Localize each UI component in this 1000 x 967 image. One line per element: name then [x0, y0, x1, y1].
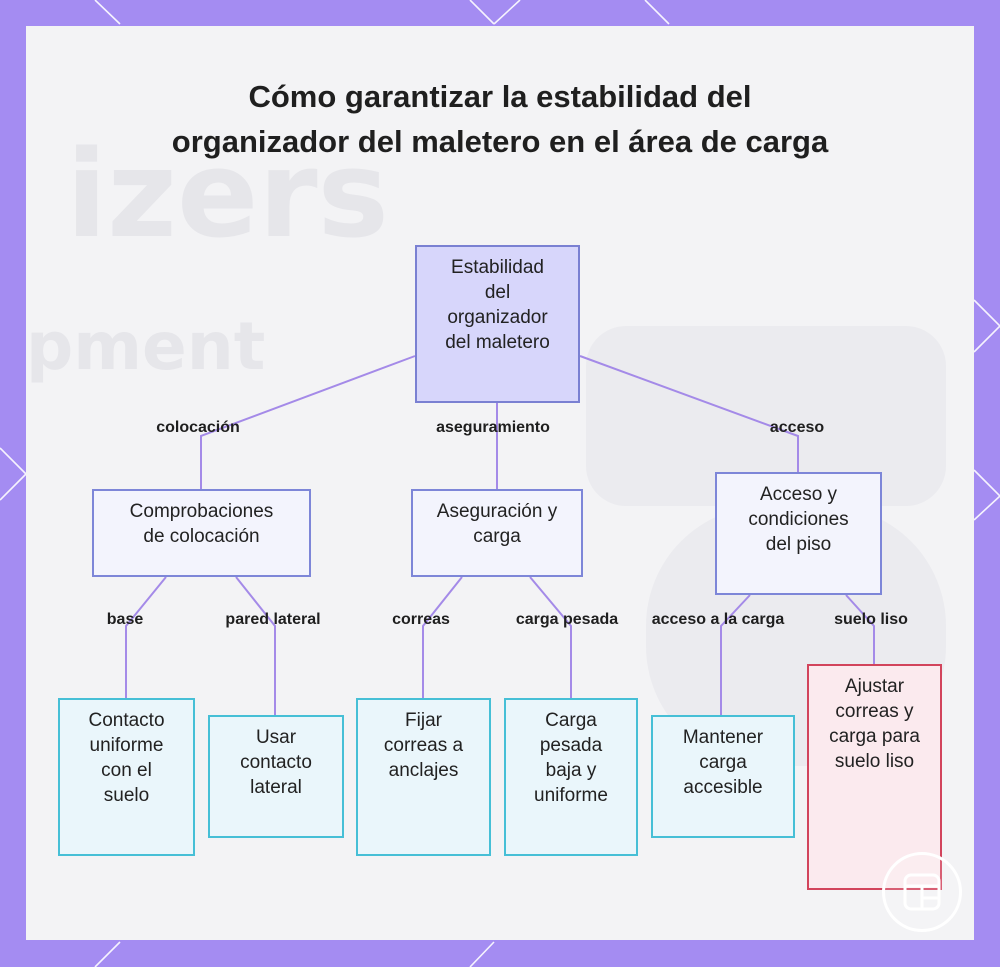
edge-label-suelo-liso: suelo liso — [834, 611, 908, 628]
node-label: Comprobaciones de colocación — [129, 501, 274, 547]
edge-acceso-mantener — [720, 594, 751, 715]
edge-colocacion-lateral — [235, 576, 276, 715]
node-acceso: Acceso y condiciones del piso — [715, 472, 882, 595]
edge-label-base: base — [106, 611, 144, 628]
node-mantener: Mantener carga accesible — [651, 715, 795, 838]
watermark-word: izers — [66, 126, 389, 265]
node-colocacion: Comprobaciones de colocación — [92, 489, 311, 577]
edge-acceso-ajustar — [845, 594, 875, 664]
node-label: Contacto uniforme con el suelo — [88, 710, 165, 806]
diagram-title: Cómo garantizar la estabilidad del organ… — [171, 79, 829, 159]
node-label: Fijar correas a anclajes — [383, 710, 464, 781]
node-label: Mantener carga accesible — [682, 727, 764, 798]
node-fijar: Fijar correas a anclajes — [356, 698, 491, 856]
node-label: Usar contacto lateral — [240, 727, 312, 798]
edge-label-carga-pesada: carga pesada — [515, 611, 619, 628]
node-pesada: Carga pesada baja y uniforme — [504, 698, 638, 856]
node-label: Aseguración y carga — [436, 501, 558, 547]
edge-colocacion-contacto — [125, 576, 167, 698]
edge-label-correas: correas — [392, 611, 450, 628]
edge-aseguracion-pesada — [529, 576, 572, 698]
node-label: Estabilidad del organizador del maletero — [445, 257, 550, 353]
node-label: Carga pesada baja y uniforme — [534, 710, 608, 806]
layout-grid-icon — [882, 852, 962, 932]
node-contacto: Contacto uniforme con el suelo — [58, 698, 195, 856]
edge-label-colocacion: colocación — [156, 419, 240, 436]
watermark-word: pment — [26, 308, 266, 385]
edge-aseguracion-fijar — [422, 576, 463, 698]
edge-label-acceso-carga: acceso a la carga — [651, 611, 785, 628]
edge-root-colocacion — [200, 355, 416, 489]
edge-label-acceso: acceso — [769, 419, 825, 436]
node-root: Estabilidad del organizador del maletero — [415, 245, 580, 403]
edge-root-acceso — [579, 355, 799, 472]
edge-label-aseguramiento: aseguramiento — [436, 419, 550, 436]
layout-grid-icon-graphic — [903, 873, 941, 911]
node-label: Ajustar correas y carga para suelo liso — [829, 676, 920, 772]
node-label: Acceso y condiciones del piso — [748, 484, 849, 555]
node-lateral: Usar contacto lateral — [208, 715, 344, 838]
node-aseguracion: Aseguración y carga — [411, 489, 583, 577]
edge-label-pared-lateral: pared lateral — [225, 611, 321, 628]
